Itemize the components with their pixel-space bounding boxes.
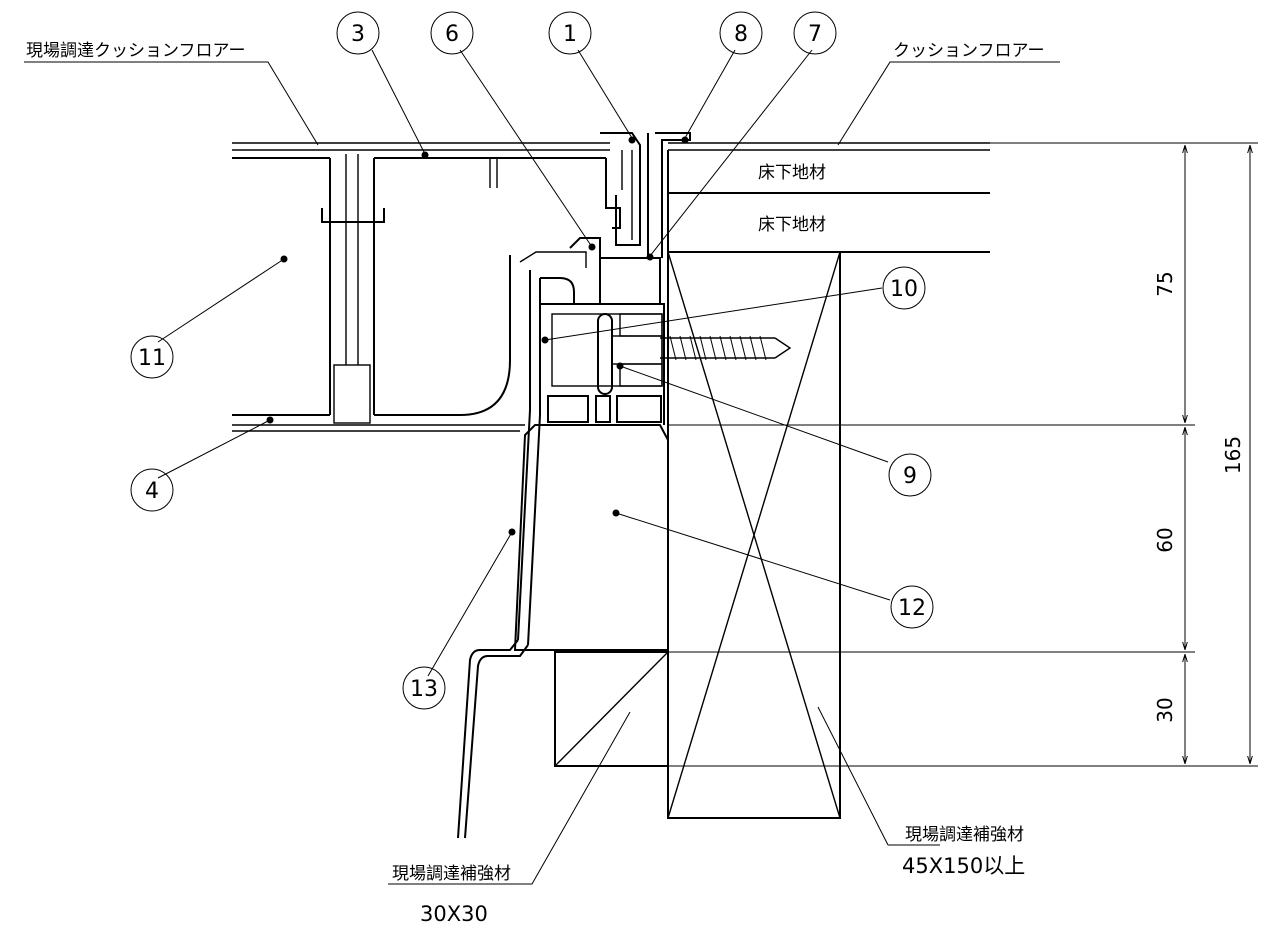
callout-11: 11 [138, 346, 166, 371]
label-cushion-floor: クッションフロアー [893, 41, 1044, 61]
dimension-lines [668, 142, 1258, 767]
callout-4: 4 [145, 479, 159, 504]
base-block [457, 424, 669, 839]
callout-13: 13 [410, 677, 438, 702]
label-subfloor-2: 床下地材 [758, 215, 826, 235]
callout-12: 12 [898, 596, 926, 621]
edge-profile [517, 132, 691, 646]
reinforcement [554, 251, 841, 819]
label-site-reinforce-left-size: 30X30 [420, 902, 488, 926]
label-subfloor-1: 床下地材 [758, 163, 826, 183]
callout-circles [130, 11, 934, 710]
leader-dots [266, 136, 689, 536]
dimension-30: 30 [1153, 697, 1177, 722]
callout-3: 3 [351, 22, 365, 47]
callout-10: 10 [890, 277, 918, 302]
callout-8: 8 [734, 22, 748, 47]
leader-lines [24, 49, 1060, 885]
callout-6: 6 [445, 22, 459, 47]
label-site-reinforce-left: 現場調達補強材 [392, 864, 511, 884]
floor-panel [232, 142, 610, 432]
label-site-reinforce-right-size: 45X150以上 [902, 854, 1025, 878]
callout-9: 9 [903, 464, 917, 489]
dimension-60: 60 [1153, 527, 1177, 552]
dimension-165: 165 [1221, 436, 1245, 474]
callout-7: 7 [808, 22, 822, 47]
label-site-cushion-floor: 現場調達クッションフロアー [26, 41, 245, 61]
callout-1: 1 [563, 22, 577, 47]
label-site-reinforce-right: 現場調達補強材 [905, 825, 1024, 845]
floor-layers-right [667, 142, 990, 253]
dimension-75: 75 [1153, 271, 1177, 296]
bolt-assembly [597, 313, 792, 395]
